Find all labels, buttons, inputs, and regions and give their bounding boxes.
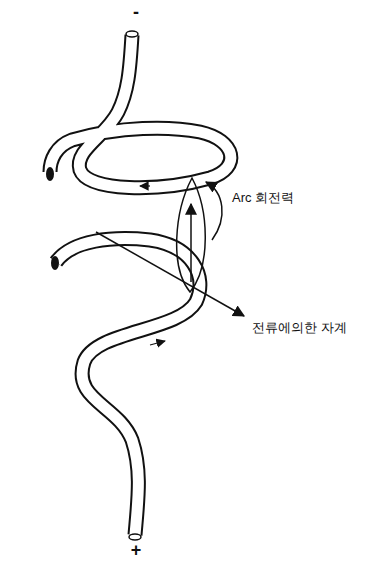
arc-shape <box>177 178 206 292</box>
annotation-label: Arc 회전력 <box>232 190 294 206</box>
polarity-sign: + <box>131 540 142 562</box>
polarity-sign: - <box>133 2 139 24</box>
rotation-arrow <box>206 182 222 240</box>
field-arrow <box>96 232 244 316</box>
annotation-label: 전류에의한 자계 <box>252 320 347 336</box>
current-arrows <box>140 186 165 345</box>
upper-wire <box>46 31 231 188</box>
lower-wire <box>51 239 200 540</box>
